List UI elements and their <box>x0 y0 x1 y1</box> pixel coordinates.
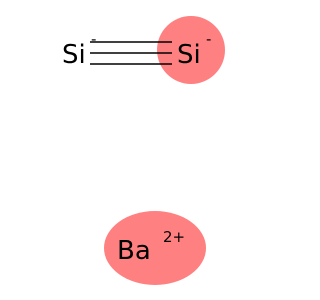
atom-si-left: Si - <box>62 30 96 70</box>
atom-si-right: Si - <box>177 30 211 70</box>
atom-si-left-symbol: Si <box>62 40 86 70</box>
atom-si-right-symbol: Si <box>177 40 201 70</box>
atom-ba-charge: 2+ <box>163 228 185 246</box>
atom-highlight-ba <box>104 211 206 285</box>
atom-si-right-charge: - <box>206 30 211 48</box>
molecule-canvas: Si - Si - Ba 2+ <box>62 16 225 285</box>
atom-ba-symbol: Ba <box>117 236 151 266</box>
atom-si-left-charge: - <box>91 30 96 48</box>
atom-ba: Ba 2+ <box>117 228 185 266</box>
triple-bond <box>90 41 172 65</box>
atom-highlight-si-right <box>157 16 225 84</box>
molecule-svg: Si - Si - Ba 2+ <box>62 16 225 285</box>
